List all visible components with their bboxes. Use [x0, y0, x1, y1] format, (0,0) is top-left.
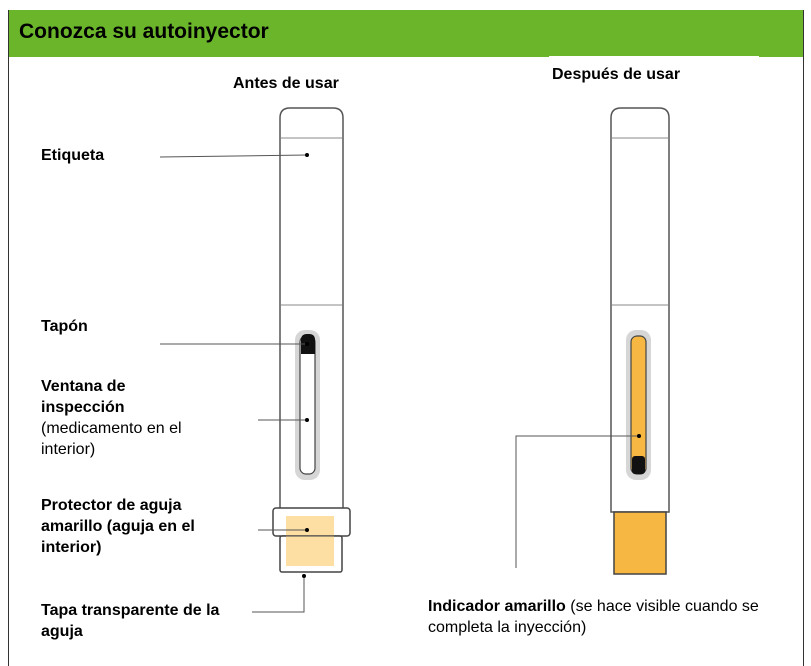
label-tapon: Tapón: [41, 318, 88, 335]
divider: [549, 56, 759, 58]
after-plunger: [632, 456, 645, 474]
after-title: Después de usar: [552, 66, 681, 83]
needle-shield-lower: [286, 536, 334, 566]
pen-after-body: [610, 107, 670, 513]
label-indicador: Indicador amarillo (se hace visible cuan…: [428, 598, 759, 636]
pen-before: [272, 107, 351, 573]
header-title: Conozca su autoinyector: [19, 20, 269, 43]
label-etiqueta: Etiqueta: [41, 147, 105, 164]
label-protector: Protector de aguja amarillo (aguja en el…: [41, 497, 195, 556]
pen-after: [610, 107, 670, 575]
needle-shield-yellow: [286, 516, 334, 536]
label-tapa: Tapa transparente de la aguja: [41, 602, 220, 640]
header-bar: Conozca su autoinyector: [9, 10, 803, 57]
leader-tapa: [252, 578, 305, 613]
after-window: [630, 335, 647, 475]
inspection-window: [299, 335, 316, 475]
before-title: Antes de usar: [233, 75, 339, 92]
leader-etiqueta: [159, 154, 308, 158]
after-needle-shield: [613, 511, 667, 575]
leader-indicador: [515, 435, 638, 568]
label-ventana: Ventana de inspección(medicamento en el …: [41, 378, 182, 458]
autoinjector-diagram: Conozca su autoinyector: [8, 10, 804, 666]
